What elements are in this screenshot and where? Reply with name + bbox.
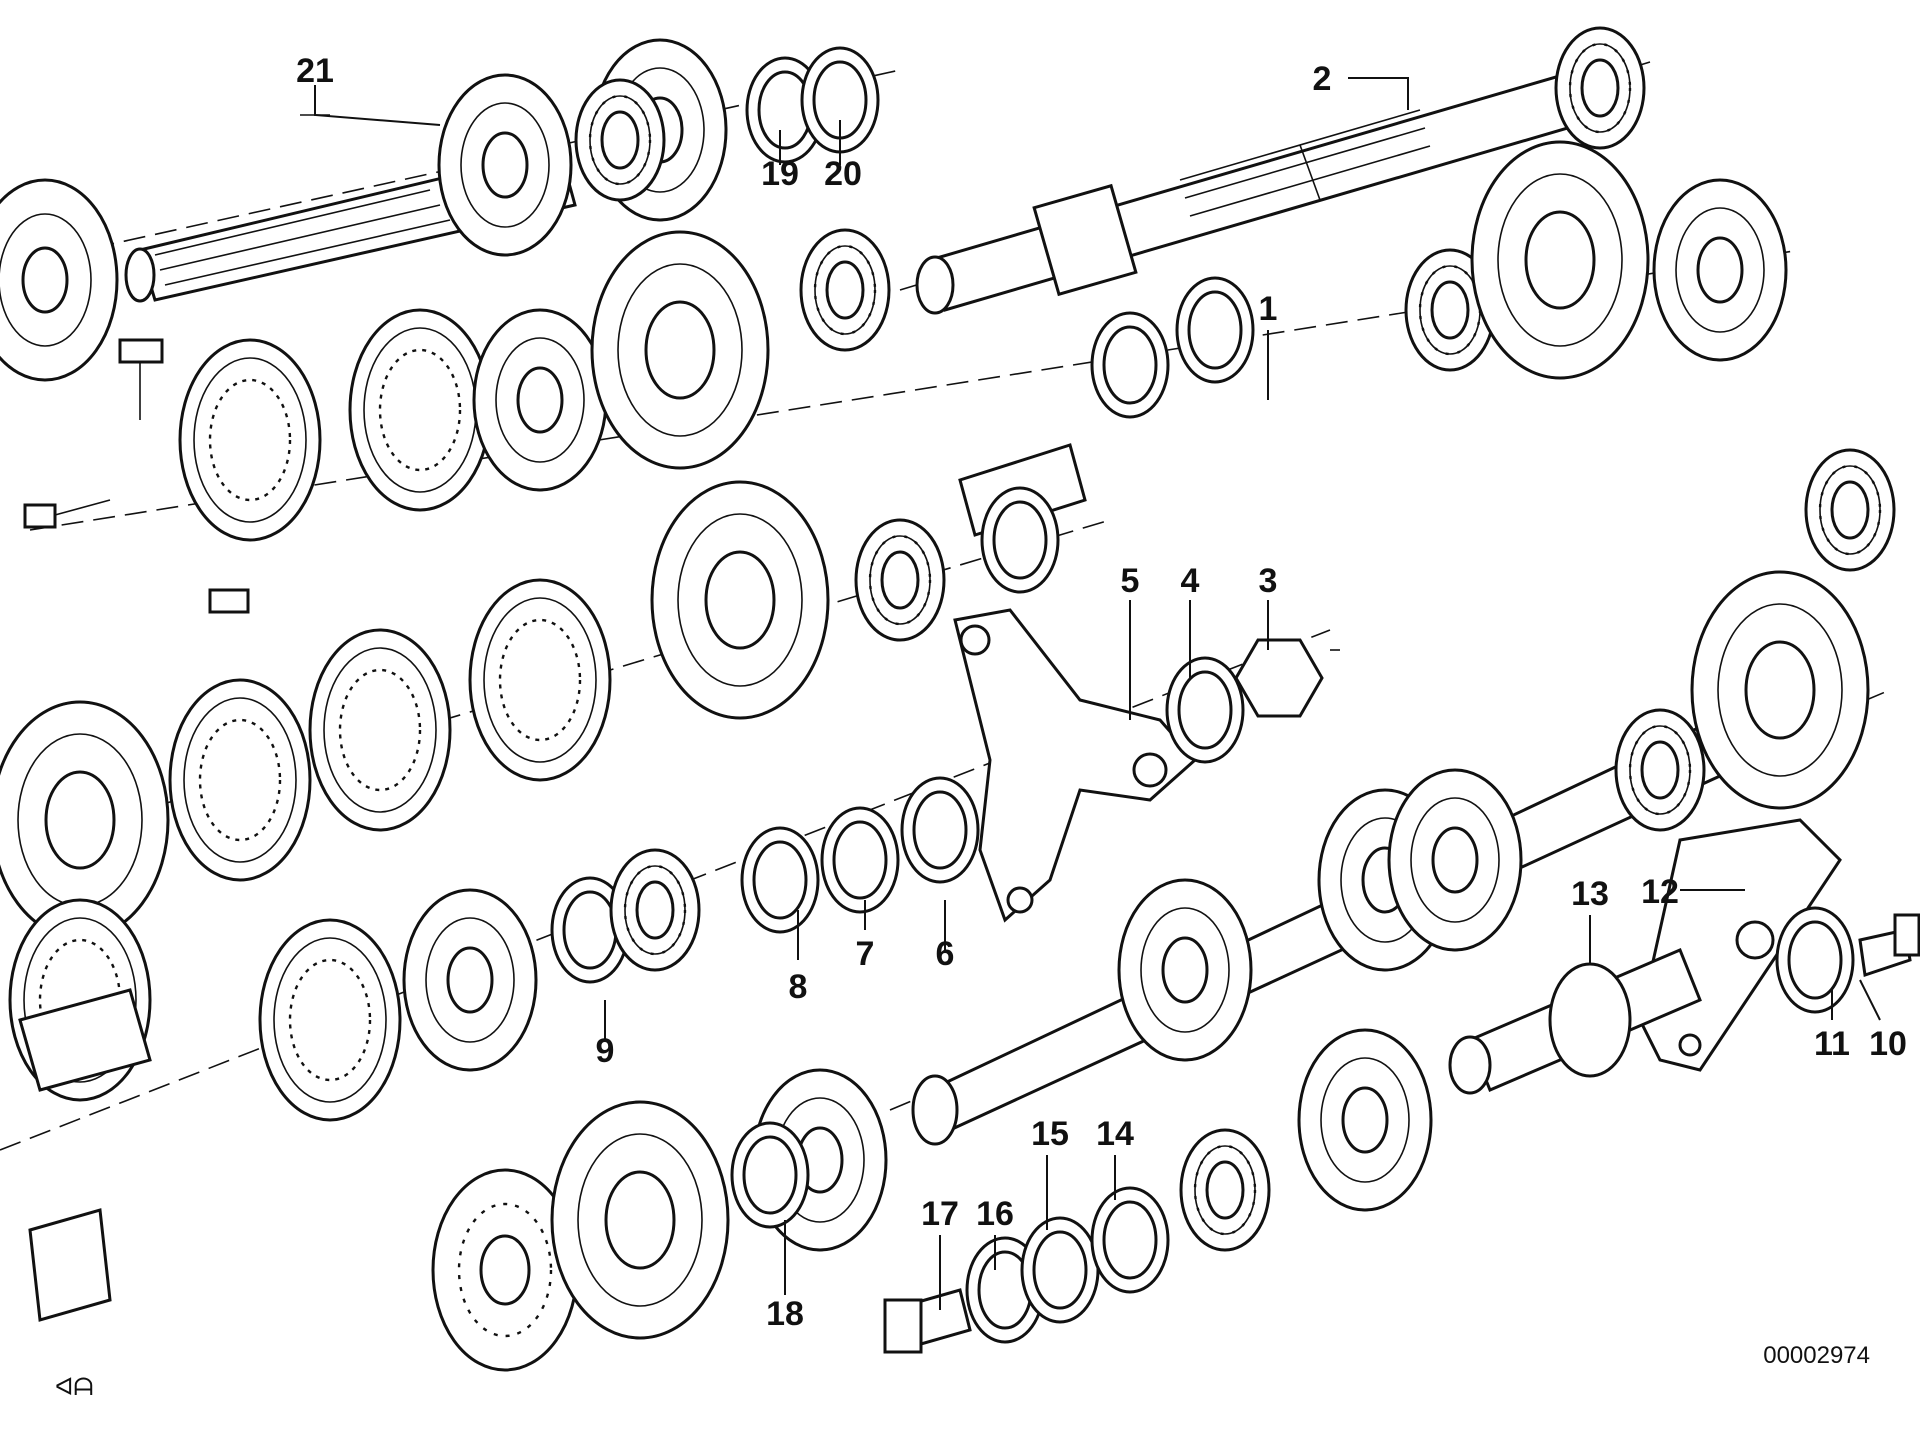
corner-mark: ᐊᗩ [55,1374,93,1401]
ring-6 [900,776,980,884]
gear-far-right [1470,140,1650,380]
callout-20: 20 [824,155,862,193]
callout-14: 14 [1096,1115,1134,1153]
ring-upper-1 [1175,276,1255,384]
synchro-sleeve-lower [468,578,612,782]
ball-bearing-8 [609,848,701,972]
synchro-ring-lower [168,678,312,882]
leader-lines [300,77,1881,1310]
needle-bearing-top [574,78,666,202]
ball-bearing-right [1804,448,1896,572]
callout-10: 10 [1869,1025,1907,1063]
callout-17: 17 [921,1195,959,1233]
callout-18: 18 [766,1295,804,1333]
bracket-5 [953,608,1198,923]
washer-14 [1090,1186,1170,1294]
gear-bottom-mid [402,888,538,1072]
ring-upper-2 [1090,311,1170,419]
callout-15: 15 [1031,1115,1069,1153]
counter-gear-3 [1387,768,1523,952]
input-gear [437,73,573,257]
counter-bearing [1614,708,1706,832]
needle-bearing-14 [1179,1128,1271,1252]
gear-upper-right [590,230,770,470]
washer-15 [1020,1216,1100,1324]
needle-bearing-mid [799,228,891,352]
synchro-sleeve-upper [348,308,492,512]
washer-4 [1165,656,1245,764]
callout-11: 11 [1814,1025,1850,1063]
synchro-hub-lower [308,628,452,832]
callout-13: 13 [1571,875,1609,913]
counter-shaft [889,448,1920,1146]
circlip-18 [730,1121,810,1229]
synchro-hub-upper [178,338,322,542]
callout-16: 16 [976,1195,1014,1233]
circlip-8 [740,826,820,934]
counter-gear-1 [1117,878,1253,1062]
reverse-assembly [18,988,1433,1372]
callout-5: 5 [1121,562,1140,600]
needle-bearing-main [1554,26,1646,150]
callout-7: 7 [856,935,875,973]
reverse-gear-bottom [550,1100,730,1340]
ring-7 [820,806,900,914]
synchro-ring-bottom [258,918,402,1122]
nut-3 [1234,638,1324,718]
callout-8: 8 [789,968,808,1006]
input-shaft [0,38,901,382]
reverse-idler-gear [1297,1028,1433,1212]
callout-4: 4 [1181,562,1200,600]
callout-1: 1 [1259,290,1278,328]
counter-gear-large [1690,570,1870,810]
gear-edge-right [1652,178,1788,362]
callout-6: 6 [936,935,955,973]
lock-washer-11 [1775,906,1855,1014]
spacer-lower [980,486,1060,594]
callout-3: 3 [1259,562,1278,600]
callout-2: 2 [1313,60,1332,98]
callout-21: 21 [296,52,334,90]
needle-bearing-lower [854,518,946,642]
gear-lower-right [650,480,830,720]
document-number: 00002974 [1763,1342,1870,1369]
callout-12: 12 [1641,873,1679,911]
callout-19: 19 [761,155,799,193]
gear-upper-mid [472,308,608,492]
callout-labels: 1 2 3 4 5 6 7 8 9 10 11 12 13 14 15 16 1… [296,52,1907,1333]
callout-9: 9 [596,1032,615,1070]
output-assembly [0,608,1340,1151]
main-shaft [799,26,1651,352]
